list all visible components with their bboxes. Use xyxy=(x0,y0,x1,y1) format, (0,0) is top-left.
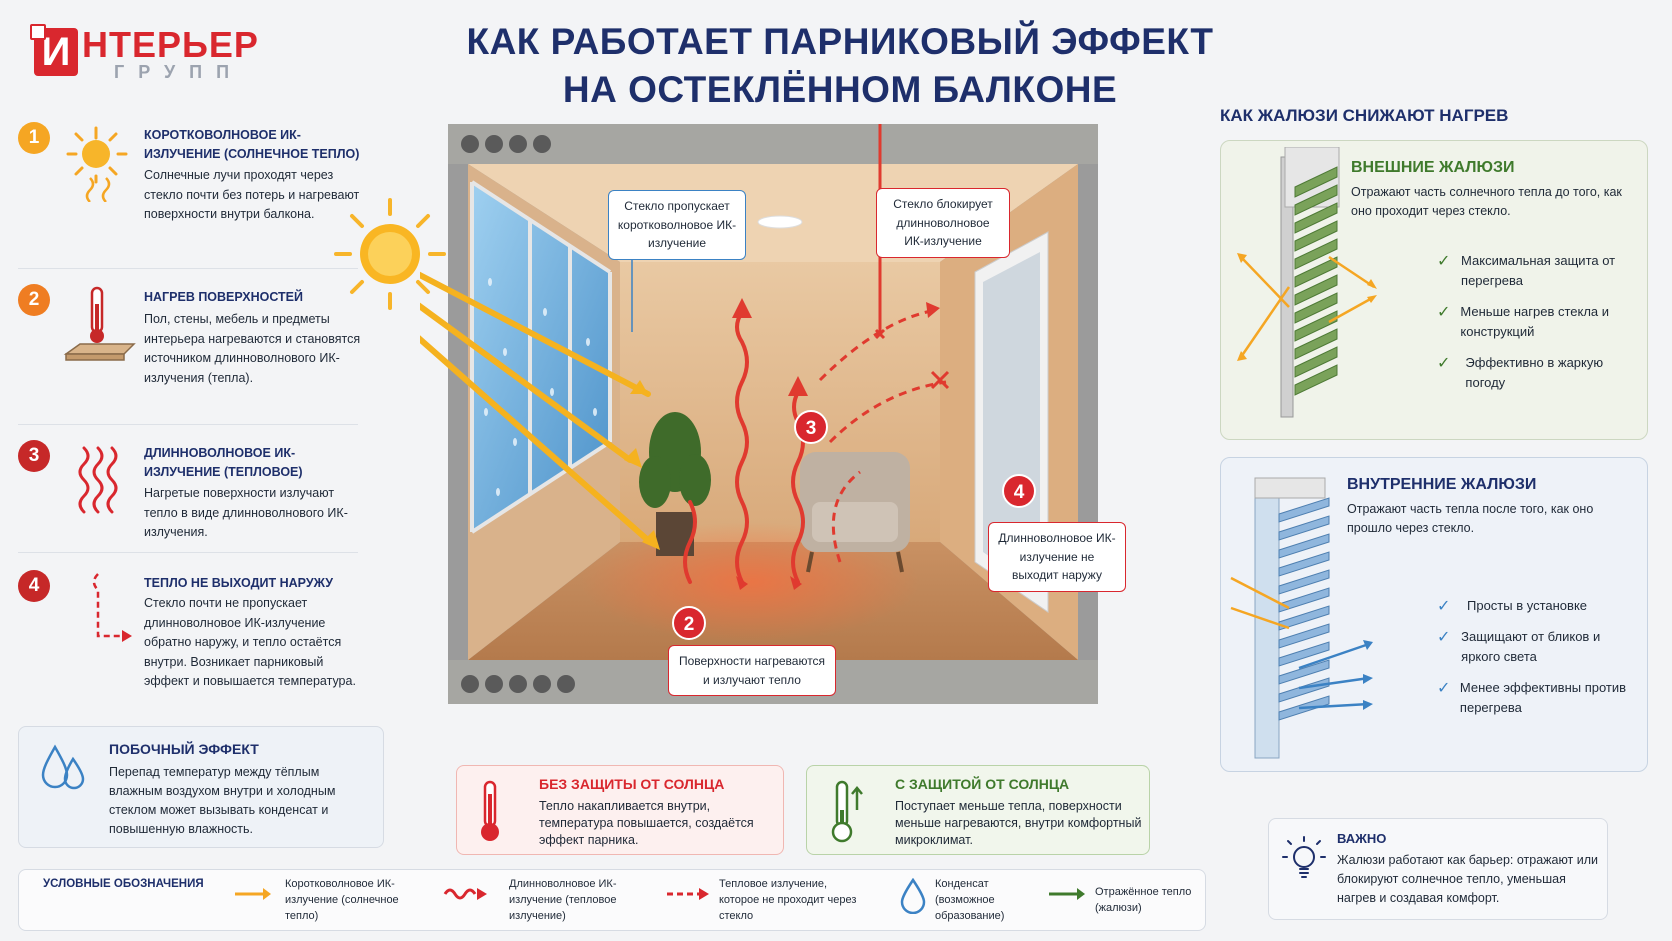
internal-blinds-text: Отражают часть тепла после того, как оно… xyxy=(1347,502,1594,535)
step-4: 4 Тепло не выходит наружу Стекло почти н… xyxy=(18,570,358,720)
step-text: Стекло почти не пропускает длинноволново… xyxy=(144,596,356,688)
balcony-scene: Стекло пропускает коротковолновое ИК-изл… xyxy=(334,112,1126,712)
side-effect-title: ПОБОЧНЫЙ ЭФФЕКТ xyxy=(109,741,259,757)
external-blinds-graphic xyxy=(1237,147,1377,418)
step-text: Солнечные лучи проходят через стекло поч… xyxy=(144,168,360,221)
title-line-2: НА ОСТЕКЛЁННОМ БАЛКОНЕ xyxy=(562,69,1118,110)
legend-item: Коротковолновое ИК-излучение (солнечное … xyxy=(285,878,399,922)
divider xyxy=(18,552,358,553)
important-title: ВАЖНО xyxy=(1337,831,1387,846)
benefit-item: ✓Меньше нагрев стекла и конструкций xyxy=(1437,302,1637,342)
legend-item: Отражённое тепло (жалюзи) xyxy=(1095,886,1192,914)
legend-green-arrow-icon xyxy=(1049,888,1085,900)
important-text: Жалюзи работают как барьер: отражают или… xyxy=(1337,853,1599,905)
divider xyxy=(18,424,358,425)
internal-blinds-card: ВНУТРЕННИЕ ЖАЛЮЗИ Отражают часть тепла п… xyxy=(1220,457,1648,772)
step-title: Нагрев поверхностей xyxy=(144,290,304,304)
callout-glass-passes: Стекло пропускает коротковолновое ИК-изл… xyxy=(608,190,746,260)
check-icon: ✓ xyxy=(1437,629,1451,646)
internal-blinds-graphic xyxy=(1230,477,1373,759)
title-line-1: КАК РАБОТАЕТ ПАРНИКОВЫЙ ЭФФЕКТ xyxy=(466,21,1214,62)
important-card: ВАЖНО Жалюзи работают как барьер: отража… xyxy=(1268,818,1608,920)
step-3: 3 Длинноволновое ИК-излучение (тепловое)… xyxy=(18,440,358,540)
step-title: Коротковолновое ИК-излучение (солнечное … xyxy=(144,128,360,161)
legend-item: Длинноволновое ИК-излучение (тепловое из… xyxy=(509,878,617,922)
step-badge: 4 xyxy=(18,570,50,602)
external-benefits: ✓Максимальная защита от перегрева ✓Меньш… xyxy=(1437,251,1637,393)
no-protection-card: БЕЗ ЗАЩИТЫ ОТ СОЛНЦА Тепло накапливается… xyxy=(456,765,784,855)
with-protection-title: С ЗАЩИТОЙ ОТ СОЛНЦА xyxy=(895,776,1070,792)
benefit-item: ✓Максимальная защита от перегрева xyxy=(1437,251,1637,291)
legend-wavy-arrow-icon xyxy=(443,888,487,900)
no-protection-text: Тепло накапливается внутри, температура … xyxy=(539,799,754,847)
thermometer-surface-icon xyxy=(63,286,136,361)
thermometer-cool-icon xyxy=(831,780,863,843)
step-1: 1 Коротковолновое ИК-излучение (солнечно… xyxy=(18,122,359,252)
no-protection-title: БЕЗ ЗАЩИТЫ ОТ СОЛНЦА xyxy=(539,776,725,792)
legend-dashed-arrow-icon xyxy=(667,888,709,900)
benefit-item: ✓Менее эффективны против перегрева xyxy=(1437,678,1637,718)
benefit-item: ✓Защищают от бликов и яркого света xyxy=(1437,627,1637,667)
divider xyxy=(18,268,358,269)
internal-benefits: ✓Просты в установке ✓Защищают от бликов … xyxy=(1437,596,1637,718)
benefit-item: ✓Эффективно в жаркую погоду xyxy=(1437,353,1637,393)
logo: И НТЕРЬЕР ГРУПП xyxy=(26,18,259,82)
dashed-arrow-icon xyxy=(92,573,132,642)
thermometer-hot-icon xyxy=(481,780,499,841)
step-badge: 3 xyxy=(18,440,50,472)
external-blinds-text: Отражают часть солнечного тепла до того,… xyxy=(1351,185,1622,218)
legend-yellow-arrow-icon xyxy=(235,888,271,900)
water-drops-icon xyxy=(41,744,85,790)
with-protection-text: Поступает меньше тепла, поверхности мень… xyxy=(895,799,1142,847)
marker-3: 3 xyxy=(794,410,828,444)
legend-title: УСЛОВНЫЕ ОБОЗНАЧЕНИЯ xyxy=(43,878,204,890)
check-icon: ✓ xyxy=(1437,355,1451,372)
balcony-illustration xyxy=(378,124,1098,704)
logo-main-text: НТЕРЬЕР xyxy=(82,24,259,65)
heat-waves-icon xyxy=(78,446,118,514)
legend-item: Конденсат (возможное образование) xyxy=(935,878,1005,922)
check-icon: ✓ xyxy=(1437,680,1451,697)
marker-2: 2 xyxy=(672,606,706,640)
step-text: Нагретые поверхности излучают тепло в ви… xyxy=(144,486,348,539)
benefit-item: ✓Просты в установке xyxy=(1437,598,1588,615)
callout-glass-blocks: Стекло блокирует длинноволновое ИК-излуч… xyxy=(876,188,1010,258)
side-effect-text: Перепад температур между тёплым влажным … xyxy=(109,765,336,836)
callout-no-exit: Длинноволновое ИК-излучение не выходит н… xyxy=(988,522,1126,592)
sun-icon xyxy=(334,198,446,310)
step-title: Длинноволновое ИК-излучение (тепловое) xyxy=(144,446,303,479)
logo-sub-text: ГРУПП xyxy=(114,62,244,82)
legend-drop-icon xyxy=(900,878,926,914)
with-protection-card: С ЗАЩИТОЙ ОТ СОЛНЦА Поступает меньше теп… xyxy=(806,765,1150,855)
check-icon: ✓ xyxy=(1437,598,1451,615)
check-icon: ✓ xyxy=(1437,304,1451,321)
page-title: КАК РАБОТАЕТ ПАРНИКОВЫЙ ЭФФЕКТ НА ОСТЕКЛ… xyxy=(440,18,1240,114)
legend-item: Тепловое излучение, которое не проходит … xyxy=(719,878,857,922)
logo-mark: И xyxy=(30,24,78,76)
external-blinds-title: ВНЕШНИЕ ЖАЛЮЗИ xyxy=(1351,159,1515,176)
legend: УСЛОВНЫЕ ОБОЗНАЧЕНИЯ Коротковолновое ИК-… xyxy=(18,869,1206,931)
sun-icon xyxy=(66,126,128,202)
internal-blinds-title: ВНУТРЕННИЕ ЖАЛЮЗИ xyxy=(1347,476,1537,493)
marker-4: 4 xyxy=(1002,474,1036,508)
step-2: 2 Нагрев поверхностей Пол, стены, мебель… xyxy=(18,284,360,418)
lightbulb-icon xyxy=(1282,836,1326,878)
step-badge: 1 xyxy=(18,122,50,154)
blinds-heading: КАК ЖАЛЮЗИ СНИЖАЮТ НАГРЕВ xyxy=(1220,106,1509,125)
step-text: Пол, стены, мебель и предметы интерьера … xyxy=(144,312,361,385)
step-title: Тепло не выходит наружу xyxy=(144,576,333,590)
callout-surfaces-heat: Поверхности нагреваются и излучают тепло xyxy=(668,645,836,696)
external-blinds-card: ВНЕШНИЕ ЖАЛЮЗИ Отражают часть солнечного… xyxy=(1220,140,1648,440)
check-icon: ✓ xyxy=(1437,253,1451,270)
side-effect-card: ПОБОЧНЫЙ ЭФФЕКТ Перепад температур между… xyxy=(18,726,384,848)
step-badge: 2 xyxy=(18,284,50,316)
